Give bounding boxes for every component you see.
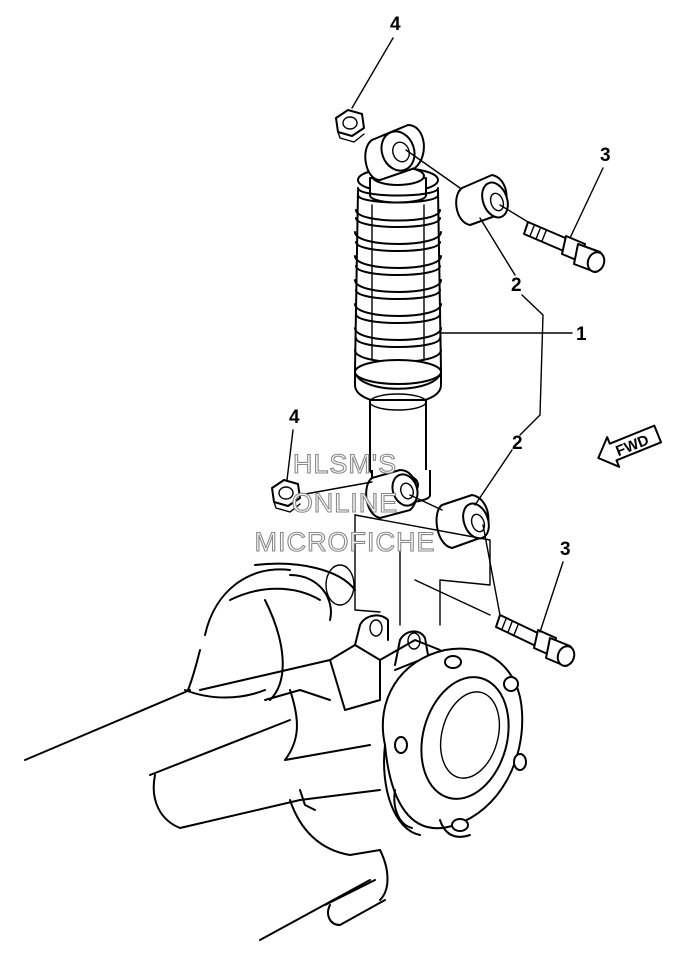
callout-3-upper: 3 <box>600 145 611 166</box>
upper-collar-left <box>364 124 425 181</box>
lower-collar-left <box>365 469 419 519</box>
callout-4-lower: 4 <box>289 407 300 428</box>
callout-2-lower: 2 <box>512 433 523 454</box>
forward-direction-arrow: FWD <box>597 424 663 468</box>
watermark-line-2: ONLINE <box>292 488 399 518</box>
watermark: HLSM'S ONLINE MICROFICHE <box>254 448 436 557</box>
leader-lines <box>286 37 604 633</box>
assembly-lines <box>299 149 529 626</box>
upper-collar-right <box>455 174 509 226</box>
lower-bolt <box>495 614 576 667</box>
watermark-line-3: MICROFICHE <box>255 527 436 557</box>
lower-nut <box>271 479 301 513</box>
axle-housing <box>24 562 441 941</box>
upper-bolt <box>523 221 606 273</box>
watermark-line-1: HLSM'S <box>293 449 397 479</box>
callout-3-lower: 3 <box>560 539 571 560</box>
coil-spring <box>354 187 442 371</box>
wheel-hub <box>381 647 527 838</box>
lower-collar-right <box>435 494 490 549</box>
callout-1: 1 <box>576 324 587 345</box>
callout-2-upper: 2 <box>511 275 522 296</box>
callout-labels: 4 3 2 1 2 4 3 <box>289 14 611 560</box>
upper-nut <box>335 109 365 143</box>
callout-4-upper: 4 <box>390 14 401 35</box>
fwd-label: FWD <box>613 432 651 461</box>
